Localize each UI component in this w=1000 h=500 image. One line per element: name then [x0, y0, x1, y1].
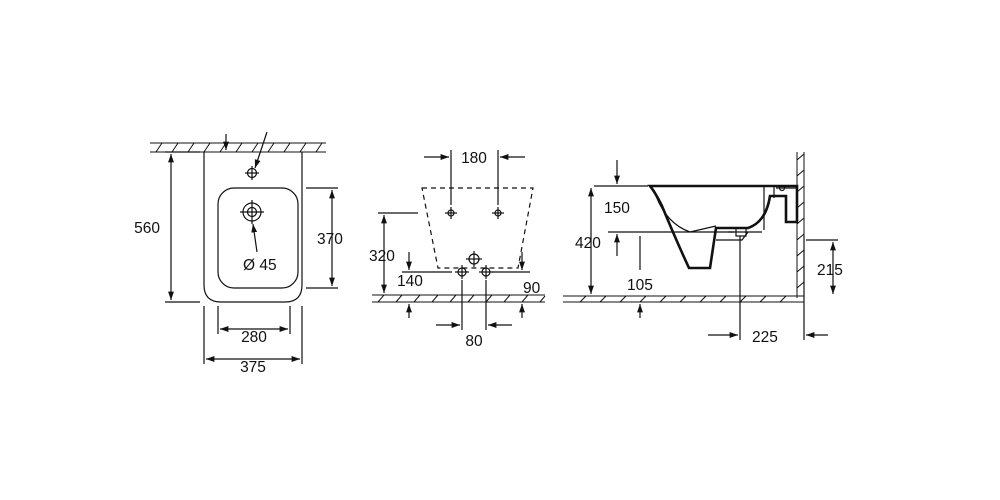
drain-symbol: [240, 200, 264, 224]
tap-hole-symbol: [245, 166, 259, 180]
dim-height-320: 320: [369, 248, 395, 265]
wall-floor-hatch: [563, 152, 805, 303]
dim-bowl-width: 280: [241, 329, 267, 346]
side-view: 420 150 105 215 225: [563, 152, 843, 346]
dim-fixing-spacing: 180: [461, 150, 487, 167]
front-view: 180 320 140 90 80: [369, 150, 546, 350]
dim-height-420: 420: [575, 235, 601, 252]
wall-hatch: [150, 142, 326, 153]
dim-offset-90: 90: [523, 280, 541, 297]
bowl-outline: [217, 187, 299, 289]
fixing-point-right: [492, 207, 504, 219]
top-view: Ø 45 560 370 280 375: [134, 131, 343, 376]
bidet-profile: [647, 184, 799, 270]
fixing-point-left: [445, 207, 457, 219]
dim-height-150: 150: [604, 200, 630, 217]
supply-connections: [455, 251, 493, 279]
dim-depth: 560: [134, 220, 160, 237]
dim-depth-225: 225: [752, 329, 778, 346]
dim-bowl-depth: 370: [317, 231, 343, 248]
dim-height-215: 215: [817, 262, 843, 279]
bidet-outline-front: [421, 187, 534, 269]
drain-diameter-label: Ø 45: [243, 257, 277, 274]
bidet-outline-top: [203, 152, 303, 303]
dim-height-105: 105: [627, 277, 653, 294]
dim-height-140: 140: [397, 273, 423, 290]
dim-spacing-80: 80: [465, 333, 483, 350]
dim-overall-width: 375: [240, 359, 266, 376]
floor-hatch: [372, 294, 546, 303]
